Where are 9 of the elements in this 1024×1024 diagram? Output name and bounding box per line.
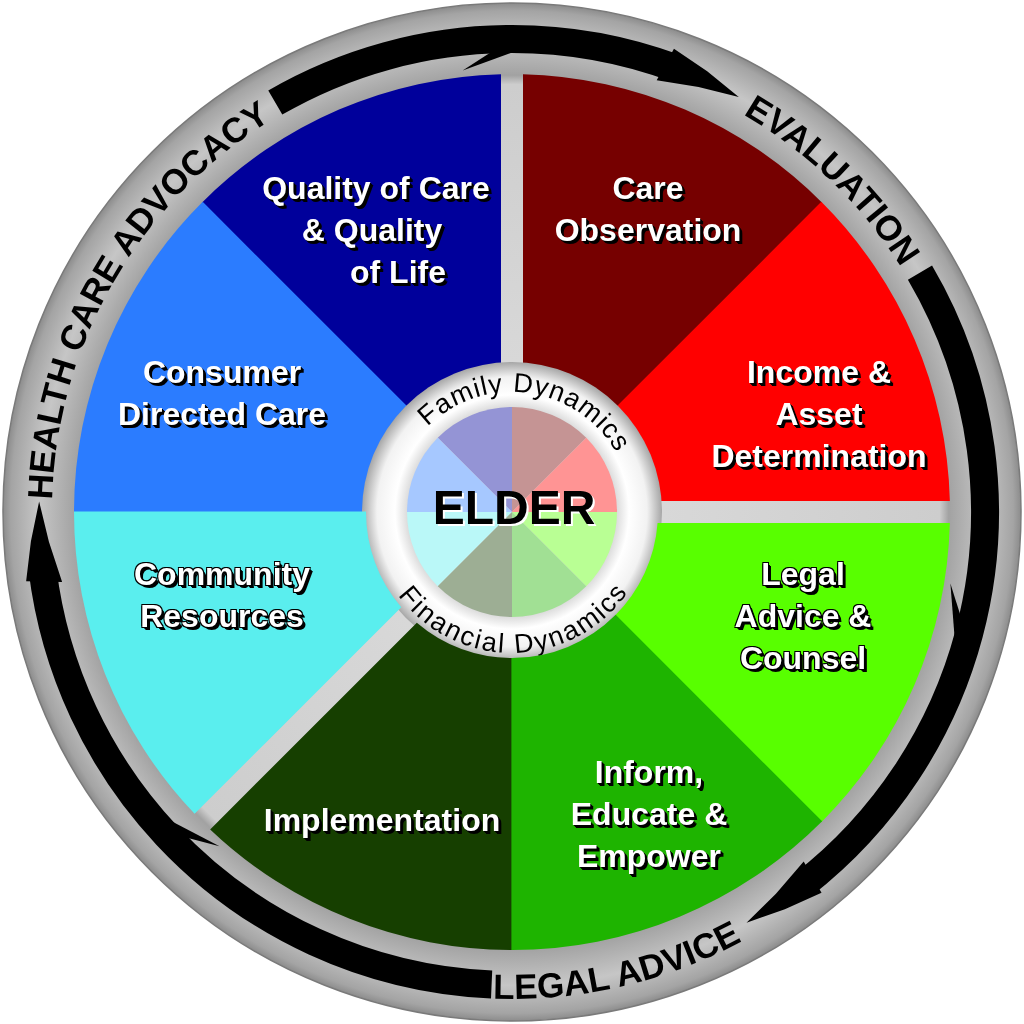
segment-label: Inform, Educate & Empower: [570, 753, 728, 876]
segment-label: Care Observation: [554, 169, 742, 250]
segment-label: Legal Advice & Counsel: [734, 555, 872, 678]
segment-label: Community Resources: [134, 555, 310, 636]
segment-label: Implementation: [263, 801, 501, 840]
segment-label: Consumer Directed Care: [117, 353, 327, 434]
center-title: ELDER: [432, 484, 596, 532]
segment-label: Quality of Care & Quality of Life: [262, 170, 490, 292]
segment-label: Income & Asset Determination: [711, 353, 927, 476]
